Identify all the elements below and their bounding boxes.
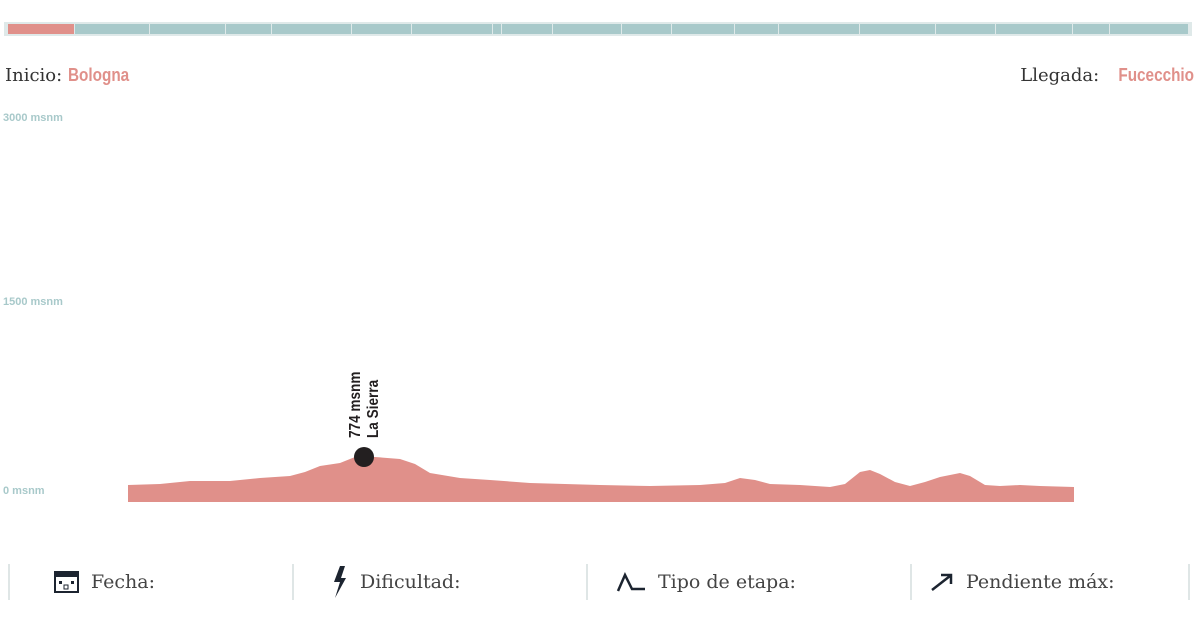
info-dificultad: Dificultad:: [292, 564, 588, 600]
start-location: Inicio: Bologna: [5, 65, 140, 86]
elevation-chart: 3000 msnm 1500 msnm 0 msnm 774 msnm La S…: [3, 112, 1074, 502]
info-pendiente: Pendiente máx:: [910, 564, 1190, 600]
elevation-profile: [128, 457, 1074, 502]
stage-segment[interactable]: [1073, 24, 1109, 34]
peak-label: 774 msnm La Sierra: [347, 372, 382, 438]
info-tipo: Tipo de etapa:: [586, 564, 912, 600]
stage-segment[interactable]: [779, 24, 859, 34]
end-location: Llegada: Fucecchio: [1020, 65, 1194, 86]
stage-segment[interactable]: [553, 24, 621, 34]
stage-segment[interactable]: [936, 24, 995, 34]
peak-elevation: 774 msnm: [347, 372, 364, 438]
info-label: Dificultad:: [360, 571, 461, 593]
calendar-icon: [54, 571, 79, 593]
stage-segment[interactable]: [352, 24, 411, 34]
info-fecha: Fecha:: [8, 564, 294, 600]
end-label: Llegada:: [1020, 65, 1100, 86]
y-tick-3000: 3000 msnm: [3, 112, 63, 124]
y-tick-1500: 1500 msnm: [3, 296, 63, 308]
stage-segment[interactable]: [226, 24, 271, 34]
stage-segment[interactable]: [493, 24, 501, 34]
stage-segment[interactable]: [1110, 24, 1188, 34]
start-label: Inicio:: [5, 65, 63, 86]
stage-segment[interactable]: [8, 24, 74, 34]
stage-segment[interactable]: [150, 24, 225, 34]
arrow-up-right-icon: [930, 572, 954, 592]
start-city: Bologna: [67, 65, 130, 85]
stage-segment[interactable]: [735, 24, 778, 34]
stage-segment[interactable]: [75, 24, 149, 34]
info-label: Tipo de etapa:: [658, 571, 796, 593]
stage-segment[interactable]: [860, 24, 935, 34]
info-label: Fecha:: [91, 571, 155, 593]
stage-progress-bar: [4, 22, 1192, 36]
info-label: Pendiente máx:: [966, 571, 1115, 593]
stage-segment[interactable]: [412, 24, 492, 34]
stage-segment[interactable]: [502, 24, 552, 34]
stage-segment[interactable]: [996, 24, 1072, 34]
stage-segment[interactable]: [672, 24, 734, 34]
peak-marker[interactable]: [354, 447, 374, 467]
y-tick-0: 0 msnm: [3, 485, 45, 497]
lightning-icon: [332, 566, 348, 598]
stage-segment[interactable]: [272, 24, 351, 34]
peak-name: La Sierra: [365, 379, 382, 438]
end-city: Fucecchio: [1118, 65, 1194, 85]
stage-segment[interactable]: [622, 24, 671, 34]
stage-type-icon: [616, 571, 646, 593]
